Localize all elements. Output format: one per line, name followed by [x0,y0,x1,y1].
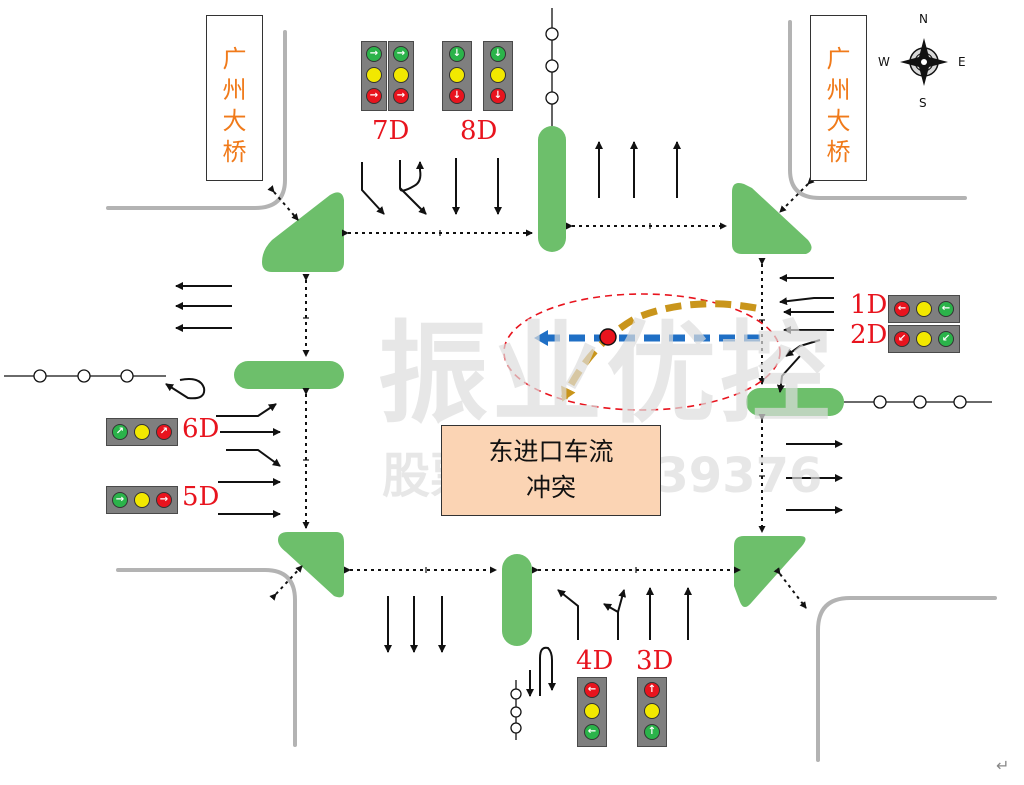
detector-icon [510,706,522,718]
traffic-signal-icon: → → [361,41,387,111]
traffic-signal-icon: ↓ ↓ [483,41,513,111]
detector-icon [120,369,134,383]
conflict-note-line1: 东进口车流 [488,437,614,466]
median-east [746,388,844,416]
traffic-signal-icon: ↙ ↙ [888,325,960,353]
compass-west: W [878,55,890,69]
detector-icon [953,395,967,409]
detector-icon [873,395,887,409]
conflict-zone [503,293,781,411]
detector-icon [77,369,91,383]
watermark-main: 振业优控 [378,310,834,438]
median-north [538,126,566,252]
median-west [234,361,344,389]
island-sw [278,532,344,598]
return-symbol: ↵ [996,756,1010,775]
traffic-signal-icon: → → [388,41,414,111]
conflict-note-box: 东进口车流 冲突 [441,425,661,516]
detector-icon [545,91,559,105]
island-se [734,536,806,607]
compass-north: N [919,12,928,26]
bridge-label-right: 广州大桥 [810,15,867,181]
traffic-signal-icon: ↓ ↓ [442,41,472,111]
phase-label-1d: 1D [850,290,888,320]
traffic-signal-icon: ← ← [888,295,960,323]
bridge-label-left: 广州大桥 [206,15,263,181]
island-ne [732,183,812,254]
detector-icon [545,59,559,73]
traffic-signal-icon: ← ← [577,677,607,747]
phase-label-3d: 3D [636,646,674,676]
lane-arrows [165,141,843,697]
detector-icon [545,27,559,41]
phase-label-5d: 5D [182,482,220,512]
traffic-signal-icon: → → [106,486,178,514]
phase-label-6d: 6D [182,414,220,444]
detector-icon [913,395,927,409]
conflict-note-line2: 冲突 [525,473,576,502]
phase-label-8d: 8D [460,116,498,146]
detector-icon [510,722,522,734]
compass-south: S [919,96,927,110]
compass-east: E [958,55,966,69]
compass-icon [900,38,948,86]
island-nw [262,192,344,272]
phase-label-7d: 7D [372,116,410,146]
detector-icon [510,688,522,700]
traffic-signal-icon: ↗ ↗ [106,418,178,446]
detector-icon [33,369,47,383]
median-south [502,554,532,646]
phase-label-4d: 4D [576,646,614,676]
gold-left-turn-path [560,300,757,402]
phase-label-2d: 2D [850,320,888,350]
detector-strings [4,8,992,740]
conflict-point [599,328,617,346]
traffic-signal-icon: ↑ ↑ [637,677,667,747]
traffic-islands [234,126,844,646]
